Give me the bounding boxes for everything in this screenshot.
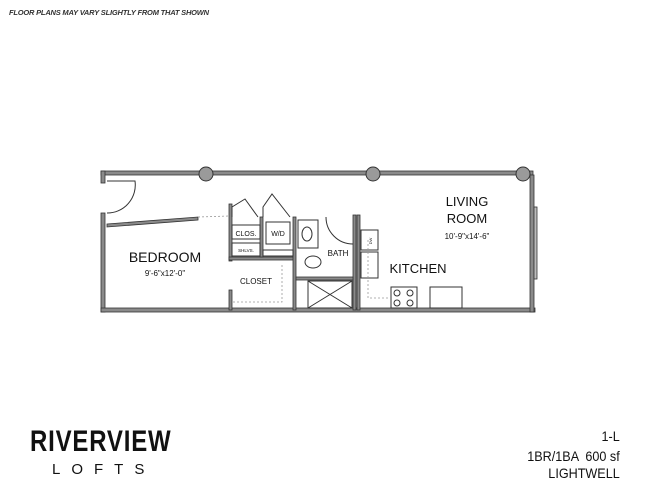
wd-shelf <box>262 249 294 257</box>
bedroom-dims: 9'-6"x12'-0" <box>145 269 185 278</box>
burner-icon <box>406 289 414 297</box>
wall-bath-left <box>292 216 297 311</box>
living-room-label-1: LIVING <box>446 194 489 209</box>
door-swing-entry <box>106 180 136 214</box>
wall-left <box>100 212 106 313</box>
disclaimer: FLOOR PLANS MAY VARY SLIGHTLY FROM THAT … <box>9 8 209 17</box>
shower <box>307 280 353 309</box>
logo-title: RIVERVIEW <box>30 425 172 458</box>
wall-left-upper <box>100 170 106 184</box>
wall-bath-right <box>352 214 357 311</box>
dishwasher <box>360 229 379 251</box>
column <box>198 166 214 182</box>
dw-label: DW <box>368 237 373 244</box>
bedroom-label: BEDROOM <box>129 249 201 265</box>
clos-shelf <box>231 224 261 240</box>
burner-icon <box>406 299 414 307</box>
wall-closet-top <box>228 256 296 261</box>
closet-label: CLOSET <box>240 277 272 286</box>
wall-shower-top <box>295 276 354 281</box>
kitchen-counter <box>360 251 379 279</box>
partition-overhead <box>197 215 230 218</box>
wall-closet-left-lower <box>228 289 233 311</box>
wd-label: W/D <box>271 231 285 238</box>
closet-door-2 <box>262 193 291 218</box>
living-room-dims: 10'-9"x14'-6" <box>445 232 490 241</box>
shelves <box>231 242 261 257</box>
burner-icon <box>393 299 401 307</box>
shower-drain-x <box>307 280 353 309</box>
stove-icon <box>390 286 418 309</box>
unit-type: 1BR/1BA 600 sf <box>527 448 620 464</box>
wall-bottom <box>100 307 536 313</box>
closet-rod <box>233 265 283 303</box>
bath-label: BATH <box>328 249 349 258</box>
unit-exposure: LIGHTWELL <box>548 465 620 481</box>
counter-line <box>367 240 391 299</box>
window-right <box>533 206 538 280</box>
wall-kitchen-left <box>356 214 361 311</box>
clos-label: CLOS. <box>235 231 256 238</box>
column <box>515 166 531 182</box>
bath-door <box>325 216 354 245</box>
vanity <box>297 219 319 249</box>
refrigerator <box>429 286 463 309</box>
kitchen-label: KITCHEN <box>389 261 446 276</box>
living-room-label-2: ROOM <box>447 211 487 226</box>
shelves-label: SHLVS. <box>238 248 254 253</box>
toilet-icon <box>304 255 322 269</box>
bedroom-partition <box>106 216 199 228</box>
sink-icon <box>301 226 313 242</box>
logo-subtitle: LOFTS <box>52 461 156 478</box>
closet-door-1 <box>231 198 259 218</box>
unit-code: 1-L <box>601 428 620 444</box>
wall-top <box>100 170 534 176</box>
unit-info: 1-L 1BR/1BA 600 sf LIGHTWELL <box>528 426 620 480</box>
burner-icon <box>393 289 401 297</box>
washer-dryer <box>265 221 291 245</box>
logo: RIVERVIEW LOFTS <box>30 425 207 478</box>
column <box>365 166 381 182</box>
wall-right <box>529 174 535 313</box>
